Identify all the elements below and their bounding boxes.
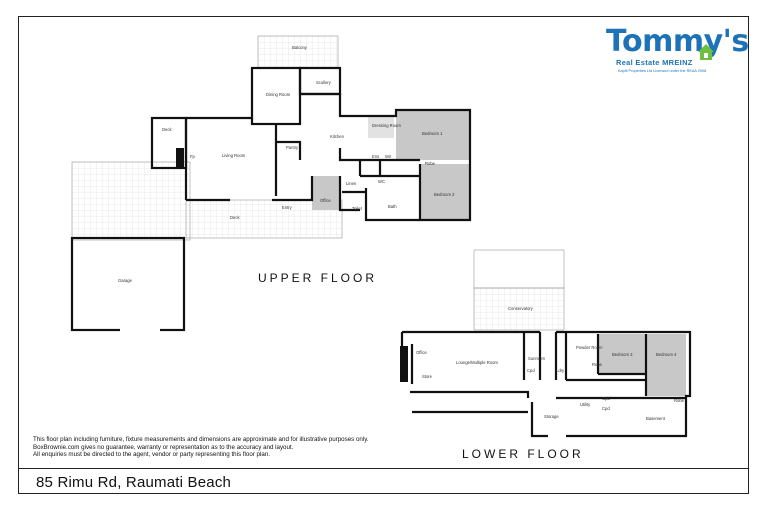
lower-floor-plan: Conservatory Office Lounge/Multiple Room…: [400, 249, 692, 438]
label-powder: Powder Room: [576, 345, 603, 350]
label-utility: Utility: [580, 402, 591, 407]
bedroom-4-shading: [646, 334, 686, 396]
label-robe-upper: Robe: [425, 161, 436, 166]
label-lounge: Lounge/Multiple Room: [456, 360, 498, 365]
balcony-area: [257, 35, 339, 69]
label-cpd-lower: Cpd: [527, 368, 535, 373]
label-wc: WC: [378, 179, 385, 184]
label-storage: Storage: [544, 414, 559, 419]
conservatory-grid: [473, 287, 565, 331]
garage-door-gap: [120, 326, 160, 334]
label-wir: Wir: [385, 154, 392, 159]
label-bedroom-3: Bedroom 3: [612, 352, 633, 357]
disclaimer-line-2: BoxBrownie.com gives no guarantee, warra…: [33, 443, 294, 451]
label-office-upper: Office: [320, 198, 332, 203]
label-office-lower: Office: [416, 350, 428, 355]
label-deck: Deck: [230, 215, 240, 220]
deck-small-walls: [150, 116, 188, 170]
deck-area-left: [71, 161, 191, 241]
label-dressing: Dressing Room: [372, 123, 401, 128]
garage-walls: [70, 236, 186, 332]
label-garage: Garage: [118, 278, 133, 283]
fireplace: [176, 148, 184, 168]
label-robe-lower: Robe: [592, 362, 603, 367]
label-balcony: Balcony: [292, 45, 308, 50]
logo-fine-print: Kapiti Properties Ltd Licensed under the…: [618, 69, 707, 73]
label-toilet: Toilet: [352, 206, 363, 211]
label-fp: Fp: [190, 154, 196, 159]
office-upper-shading: [312, 176, 340, 210]
label-ens: Ens: [372, 154, 379, 159]
label-sunroom: Sunroom: [528, 356, 546, 361]
tommys-logo: Tommy's Real Estate MREINZ Kapiti Proper…: [606, 24, 749, 76]
lower-inner-walls: [410, 332, 686, 400]
house-icon: [698, 44, 714, 60]
label-cpd-2: Cpd: [602, 406, 610, 411]
label-living: Living Room: [222, 153, 246, 158]
label-bedroom-4: Bedroom 4: [656, 352, 677, 357]
bedroom-2-shading: [420, 164, 470, 220]
label-linen: Linen: [346, 181, 357, 186]
label-pantry: Pantry: [286, 145, 299, 150]
dressing-shading: [368, 116, 394, 138]
label-scullery: Scullery: [316, 80, 332, 85]
label-basement: Basement: [646, 416, 666, 421]
disclaimer-line-1: This floor plan including furniture, fix…: [33, 436, 369, 443]
label-kitchen: Kitchen: [330, 134, 345, 139]
label-bedroom-1: Bedroom 1: [422, 131, 443, 136]
disclaimer: This floor plan including furniture, fix…: [33, 436, 413, 459]
label-bath: Bath: [388, 204, 397, 209]
upper-floor-plan: Balcony Dining Room Scullery Kitchen Dre…: [70, 35, 472, 334]
label-cpd-1: Cpd: [602, 396, 610, 401]
upper-inner-walls: [274, 124, 420, 222]
logo-brand: Tommy's: [606, 24, 749, 59]
page-frame: [18, 16, 749, 494]
label-ldry: Ldry: [556, 368, 565, 373]
lower-floor-title: LOWER FLOOR: [462, 447, 584, 461]
label-bedroom-2: Bedroom 2: [434, 192, 455, 197]
footer-divider: [18, 468, 749, 469]
label-robe-3: Robe: [674, 398, 685, 403]
label-dining: Dining Room: [266, 92, 291, 97]
disclaimer-line-3: All enquiries must be directed to the ag…: [33, 451, 270, 459]
bedroom-3-shading: [598, 334, 646, 374]
bedroom-1-shading: [396, 110, 470, 160]
label-deck-small: Deck: [162, 127, 172, 132]
upper-floor-title: UPPER FLOOR: [258, 271, 378, 285]
label-conservatory: Conservatory: [508, 306, 534, 311]
property-address: 85 Rimu Rd, Raumati Beach: [36, 474, 232, 491]
label-entry: Entry: [282, 205, 293, 210]
lower-wall-block: [400, 346, 408, 382]
pergola-area: [473, 249, 565, 289]
label-store: Store: [422, 374, 433, 379]
logo-subtitle: Real Estate MREINZ: [616, 58, 693, 67]
